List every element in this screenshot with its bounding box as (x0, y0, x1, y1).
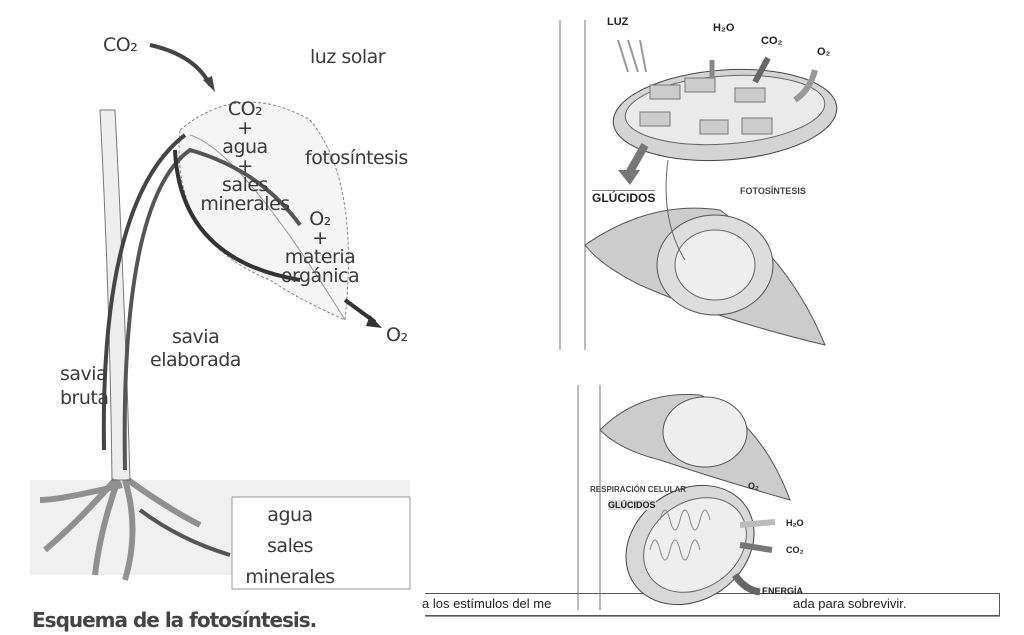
diagram-caption: Esquema de la fotosíntesis. (32, 608, 317, 632)
photosynthesis-outputs: O₂ + materia orgánica (275, 210, 365, 286)
glucids-label: GLÚCIDOS (592, 190, 656, 205)
respiration-glucids-label: GLÚCIDOS (608, 500, 656, 510)
water-label: H₂O (713, 22, 735, 34)
plant-illustration (30, 43, 411, 590)
co2-label: CO₂ (761, 35, 783, 47)
input-minerals: minerales (200, 193, 290, 215)
input-salts: sales (222, 174, 268, 196)
input-plus: + (237, 155, 253, 177)
input-plus: + (237, 117, 253, 139)
elaborated-word: elaborada (150, 349, 241, 371)
sap-word: savia (60, 363, 108, 385)
input-co2: CO₂ (227, 98, 263, 120)
text-fragment-right: ada para sobrevivir. (793, 596, 907, 611)
co2-input-label: CO₂ (103, 34, 138, 56)
photosynthesis-caps-label: FOTOSÍNTESIS (740, 186, 806, 196)
energy-label: ENERGÍA (762, 586, 804, 596)
photosynthesis-inputs: CO₂ + agua + sales minerales (200, 100, 290, 214)
respiration-o2-label: O₂ (748, 481, 759, 491)
soil-inputs-box: agua sales minerales (240, 500, 340, 593)
raw-sap-label: savia bruta (60, 362, 109, 410)
soil-salts: sales (267, 535, 313, 557)
elaborated-sap-label: savia elaborada (150, 326, 241, 372)
o2-output-label: O₂ (386, 324, 408, 346)
sap-word: savia (172, 326, 220, 348)
output-plus: + (312, 227, 328, 249)
chloroplast-illustration (559, 20, 838, 350)
respiration-co2-label: CO₂ (786, 545, 804, 555)
soil-minerals: minerales (245, 566, 335, 588)
soil-water: agua (267, 504, 313, 526)
light-label: LUZ (607, 16, 629, 28)
respiration-water-label: H₂O (786, 518, 804, 528)
photosynthesis-label: fotosíntesis (305, 147, 408, 169)
o2-label: O₂ (817, 46, 831, 58)
raw-word: bruta (60, 387, 109, 409)
output-o2: O₂ (309, 208, 331, 230)
text-fragment-left: a los estímulos del me (422, 596, 552, 611)
output-matter: materia (284, 246, 356, 268)
output-organic: orgánica (280, 265, 360, 287)
cell-respiration-label: RESPIRACIÓN CELULAR (590, 485, 687, 494)
sunlight-label: luz solar (310, 46, 386, 68)
mitochondrion-illustration (577, 385, 791, 610)
input-water: agua (222, 136, 268, 158)
